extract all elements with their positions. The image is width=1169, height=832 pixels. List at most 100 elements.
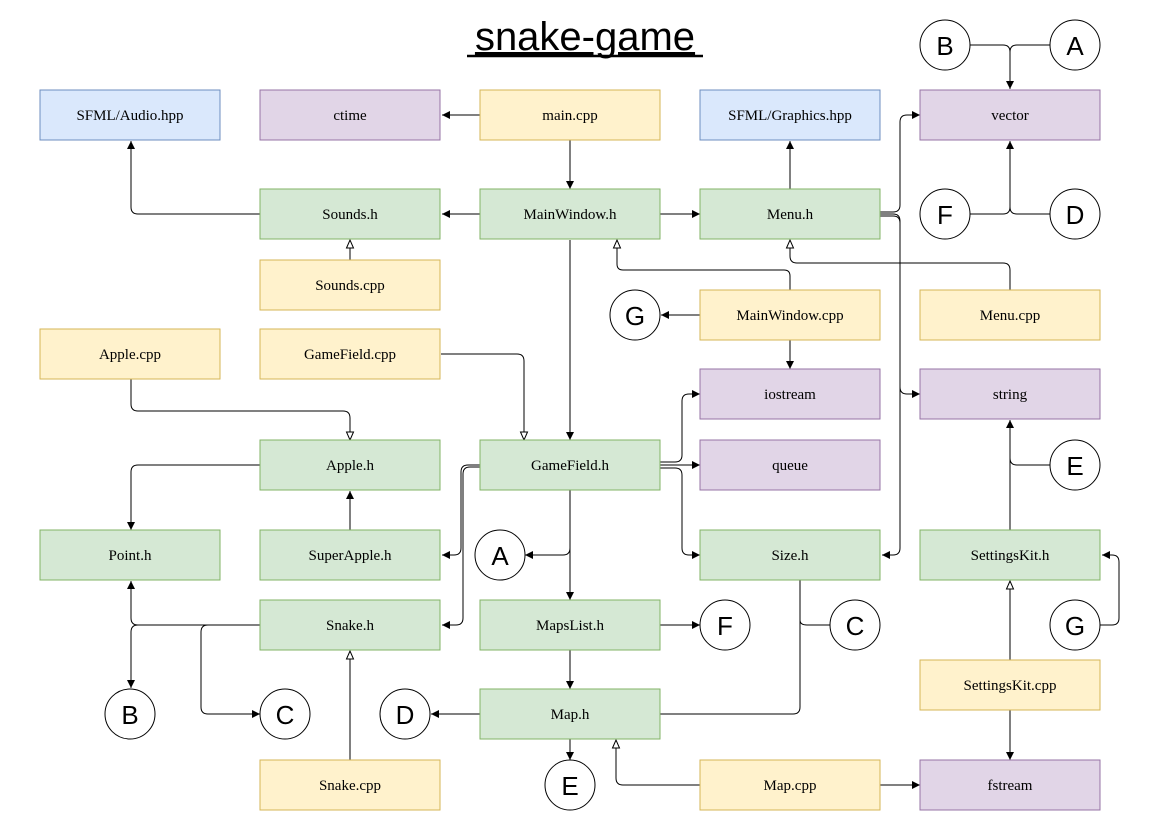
connector-g-mainwindow: G	[609, 289, 661, 341]
node-label: main.cpp	[542, 108, 597, 124]
node-label: SettingsKit.h	[971, 548, 1050, 564]
node-label: MainWindow.h	[524, 207, 617, 223]
node-label: SFML/Audio.hpp	[76, 108, 183, 124]
node-map-h: Map.h	[479, 688, 661, 740]
edge-e-string	[1009, 457, 1050, 466]
node-iostream: iostream	[699, 368, 881, 420]
node-superapple-h: SuperApple.h	[259, 529, 441, 581]
connectors: B A F D G E A C F G B C D E	[104, 19, 1101, 811]
connector-e-string: E	[1049, 439, 1101, 491]
edges	[127, 44, 1120, 789]
node-mapslist-h: MapsList.h	[479, 599, 661, 651]
edge-snake-b	[127, 624, 139, 688]
edge-sounds-audio	[127, 141, 261, 215]
node-map-cpp: Map.cpp	[699, 759, 881, 811]
edge-mwcpp-mainwindow	[617, 240, 791, 290]
edge-f-vector	[970, 141, 1014, 215]
node-label: iostream	[764, 387, 816, 403]
edge-gfcpp-gamefield	[441, 353, 524, 440]
edge-menucpp-menu	[790, 240, 1011, 290]
node-label: SettingsKit.cpp	[964, 678, 1057, 694]
node-label: Apple.cpp	[99, 347, 161, 363]
edge-gamefield-superapple	[442, 464, 481, 559]
edge-snake-c	[200, 624, 261, 718]
node-label: Menu.cpp	[980, 308, 1040, 324]
node-label: fstream	[988, 778, 1033, 794]
edge-gamefield-iostream	[660, 390, 700, 463]
edge-size-c	[799, 619, 830, 626]
diagram-title: snake-game	[475, 15, 695, 59]
connector-b-bottom: B	[104, 688, 156, 740]
node-label: GameField.cpp	[304, 347, 396, 363]
edge-gamefield-snake	[442, 466, 481, 629]
node-label: Sounds.cpp	[315, 278, 385, 294]
edge-apple-point	[127, 464, 261, 530]
connector-d-bottom: D	[379, 688, 431, 740]
connector-label: A	[491, 541, 509, 571]
connector-b-top: B	[919, 19, 971, 71]
node-label: Map.h	[551, 707, 590, 723]
edge-d-vector	[1009, 206, 1050, 215]
connector-g-settings: G	[1049, 599, 1101, 651]
node-point-h: Point.h	[39, 529, 221, 581]
node-label: Snake.h	[326, 618, 374, 634]
node-label: Size.h	[771, 548, 809, 564]
connector-label: B	[936, 31, 953, 61]
connector-label: F	[937, 200, 953, 230]
connector-label: F	[717, 611, 733, 641]
connector-e-bottom: E	[544, 759, 596, 811]
node-string: string	[919, 368, 1101, 420]
connector-label: E	[1066, 451, 1083, 481]
connector-a-mid: A	[474, 529, 526, 581]
edge-mapcpp-map	[616, 740, 700, 786]
connector-a-top: A	[1049, 19, 1101, 71]
edge-map-size	[660, 580, 801, 715]
connector-f-mapslist: F	[699, 599, 751, 651]
edge-snake-point	[127, 581, 261, 626]
node-label: queue	[772, 458, 808, 474]
connector-f-top: F	[919, 188, 971, 240]
node-label: GameField.h	[531, 458, 609, 474]
node-label: SuperApple.h	[309, 548, 392, 564]
node-apple-h: Apple.h	[259, 439, 441, 491]
node-menu-cpp: Menu.cpp	[919, 289, 1101, 341]
edge-applecpp-apple	[130, 379, 350, 440]
node-queue: queue	[699, 439, 881, 491]
node-apple-cpp: Apple.cpp	[39, 328, 221, 380]
node-label: Apple.h	[326, 458, 374, 474]
connector-label: G	[1065, 611, 1085, 641]
node-ctime: ctime	[259, 89, 441, 141]
connector-label: C	[846, 611, 865, 641]
connector-label: D	[1066, 200, 1085, 230]
node-fstream: fstream	[919, 759, 1101, 811]
edge-b-vector	[970, 44, 1014, 89]
node-size-h: Size.h	[699, 529, 881, 581]
connector-c-size: C	[829, 599, 881, 651]
node-sfml-audio: SFML/Audio.hpp	[39, 89, 221, 141]
node-snake-cpp: Snake.cpp	[259, 759, 441, 811]
node-sfml-graphics: SFML/Graphics.hpp	[699, 89, 881, 141]
node-main-cpp: main.cpp	[479, 89, 661, 141]
connector-label: C	[276, 700, 295, 730]
edge-gamefield-a	[525, 490, 571, 559]
nodes: SFML/Audio.hpp ctime main.cpp SFML/Graph…	[39, 89, 1101, 811]
connector-label: D	[396, 700, 415, 730]
node-label: ctime	[333, 108, 367, 124]
edge-g-settings	[1100, 551, 1120, 626]
node-label: SFML/Graphics.hpp	[728, 108, 852, 124]
connector-c-bottom: C	[259, 688, 311, 740]
node-sounds-cpp: Sounds.cpp	[259, 259, 441, 311]
node-mainwindow-h: MainWindow.h	[479, 188, 661, 240]
node-label: Point.h	[109, 548, 152, 564]
node-label: Menu.h	[767, 207, 814, 223]
connector-d-top: D	[1049, 188, 1101, 240]
connector-label: B	[121, 700, 138, 730]
node-gamefield-h: GameField.h	[479, 439, 661, 491]
connector-label: E	[561, 771, 578, 801]
edge-a-vector	[1009, 44, 1050, 53]
node-settingskit-h: SettingsKit.h	[919, 529, 1101, 581]
edge-menu-size	[880, 215, 901, 559]
node-mainwindow-cpp: MainWindow.cpp	[699, 289, 881, 341]
node-label: MainWindow.cpp	[736, 308, 843, 324]
